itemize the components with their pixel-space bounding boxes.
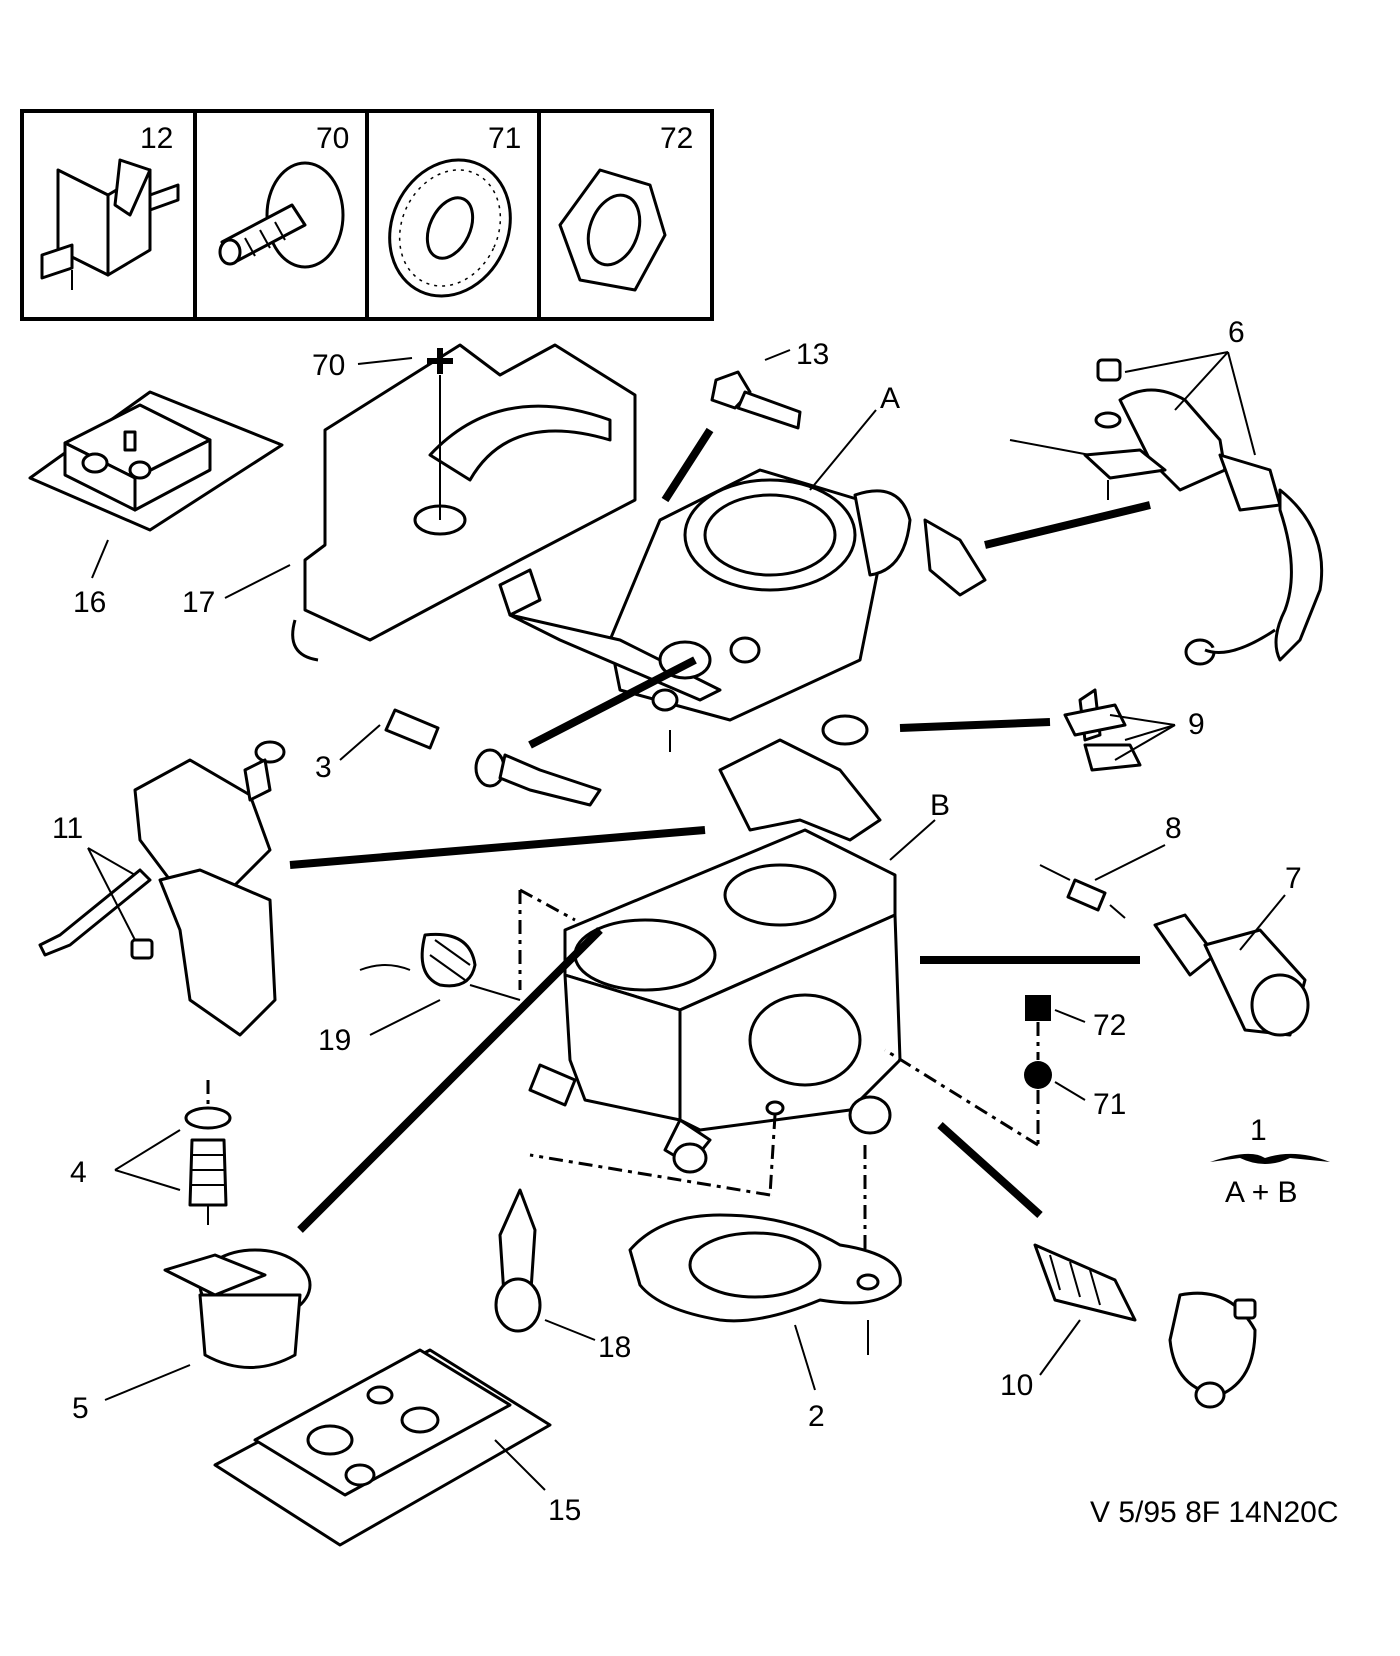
callout-7: 7 [1285,862,1302,895]
callout-17: 17 [182,586,215,619]
callout-9: 9 [1188,708,1205,741]
callout-70: 70 [312,349,345,382]
part-A-throttle-body: A [498,382,987,752]
inset-label-72: 72 [660,122,693,155]
callout-10: 10 [1000,1369,1033,1402]
part-4-jet: 4 [70,1080,232,1225]
callout-6: 6 [1228,316,1245,349]
part-16-gasket-pack: 16 [28,390,284,619]
part-8-pin: 8 [1039,812,1182,919]
part-10-spring-cap: 10 [937,1122,1257,1409]
part-3-fuel-filter: 3 [315,708,602,807]
part-2-flange-gasket: 2 [628,1213,902,1433]
filled-square-icon [1025,995,1051,1021]
plus-icon [427,348,453,374]
part-9-bracket: 9 [899,688,1205,772]
callout-15: 15 [548,1494,581,1527]
callout-5: 5 [72,1392,89,1425]
inset-72-hex-nut: 72 [558,122,693,292]
part-19-spring: 19 [318,932,521,1057]
part-B-carburettor-body: B [518,714,950,1280]
callout-3: 3 [315,751,332,784]
callout-A: A [880,382,900,415]
callout-11: 11 [52,812,83,845]
callout-A-plus-B: A + B [1225,1176,1298,1209]
callout-19: 19 [318,1024,351,1057]
inset-panel: 12 70 71 72 [20,109,714,321]
part-5-float-cover: 5 [72,927,603,1425]
callout-72: 72 [1093,1009,1126,1042]
inset-71-serrated-washer: 71 [388,122,521,298]
reference-code: V 5/95 8F 14N20C [1090,1496,1338,1529]
filled-circle-icon [1024,1061,1052,1089]
part-13-screw: 13 [661,338,829,503]
part-18-jet-screw: 18 [494,1188,631,1364]
callout-8: 8 [1165,812,1182,845]
inset-12-switch: 12 [40,122,180,290]
part-72-71-markers: 72 71 [884,995,1126,1147]
callout-4: 4 [70,1156,87,1189]
callout-2: 2 [808,1400,825,1433]
part-17-heat-shield: 17 70 [182,343,637,662]
callout-1: 1 [1250,1114,1267,1147]
part-1-reference: 1 A + B [1210,1114,1330,1209]
part-11-actuator: 11 [38,740,706,1037]
inset-label-71: 71 [488,122,521,155]
part-6-valve-assembly: 6 [984,316,1324,666]
callout-13: 13 [796,338,829,371]
part-7-solenoid: 7 [920,862,1310,1037]
callout-16: 16 [73,586,106,619]
inset-label-70: 70 [316,122,349,155]
callout-B: B [930,789,950,822]
inset-70-ribbed-plug: 70 [218,122,349,269]
inset-label-12: 12 [140,122,173,155]
callout-18: 18 [598,1331,631,1364]
part-15-gasket-kit: 15 [213,1348,581,1547]
callout-71: 71 [1093,1088,1126,1121]
